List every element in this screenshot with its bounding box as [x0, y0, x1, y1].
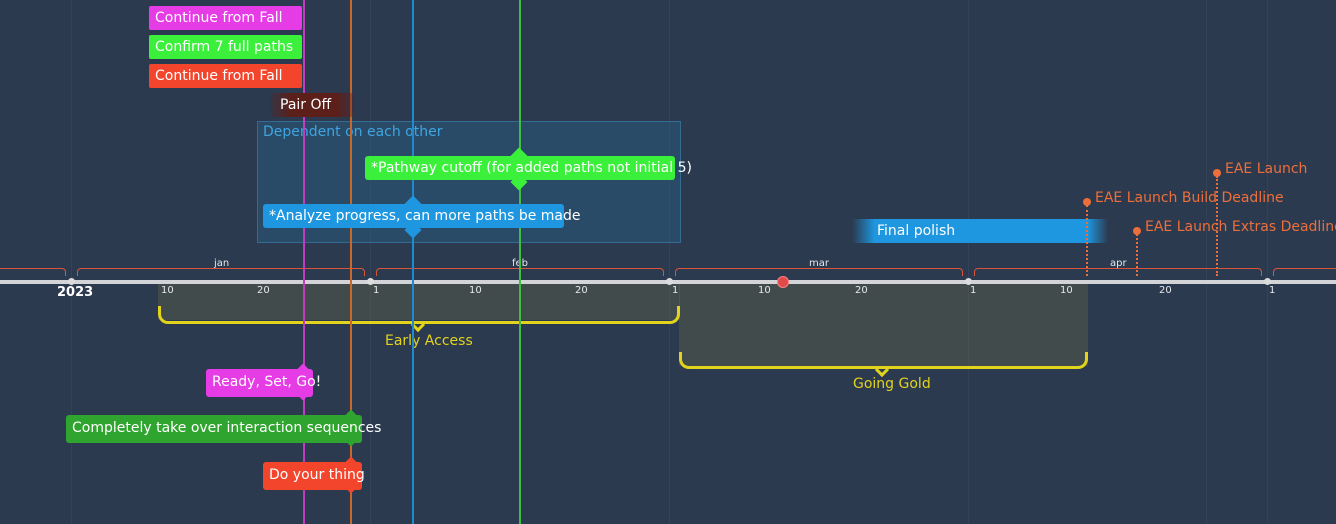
going-gold-brace-left: [679, 352, 884, 369]
event-stem: [1216, 176, 1218, 276]
grid-line: [71, 0, 72, 524]
month-boundary-dot: [367, 278, 374, 285]
bar-pair-off[interactable]: Pair Off: [271, 93, 353, 117]
day-tick-label: 10: [161, 285, 174, 296]
day-tick-label: 1: [1269, 285, 1276, 296]
milestone-do-your-thing[interactable]: Do your thing: [263, 462, 365, 490]
analyze-progress-item[interactable]: *Analyze progress, can more paths be mad…: [263, 204, 581, 228]
day-tick-label: 10: [1060, 285, 1073, 296]
event-eae-launch[interactable]: EAE Launch: [1225, 161, 1308, 177]
day-tick-label: 1: [970, 285, 977, 296]
event-eae-launch-build-deadline[interactable]: EAE Launch Build Deadline: [1095, 190, 1284, 206]
event-dot[interactable]: [1133, 227, 1141, 235]
early-access-brace-right: [418, 306, 680, 324]
month-boundary-dot: [68, 278, 75, 285]
bar-continue-from-fall-2[interactable]: Continue from Fall: [149, 64, 302, 88]
grid-line: [370, 0, 371, 524]
year-label: 2023: [57, 285, 94, 300]
month-brace-jan: [77, 268, 365, 276]
going-gold-brace-right: [882, 352, 1088, 369]
group-title: Dependent on each other: [263, 124, 443, 140]
day-tick-label: 1: [672, 285, 679, 296]
month-brace: [0, 268, 66, 276]
month-brace-mar: [675, 268, 963, 276]
day-tick-label: 20: [1159, 285, 1172, 296]
day-tick-label: 10: [469, 285, 482, 296]
pathway-cutoff-item[interactable]: *Pathway cutoff (for added paths not ini…: [365, 156, 692, 180]
day-tick-label: 20: [575, 285, 588, 296]
day-tick-label: 20: [257, 285, 270, 296]
early-access-brace-left: [158, 306, 420, 324]
grid-line: [968, 0, 969, 524]
day-tick-label: 10: [758, 285, 771, 296]
milestone-line-orange: [350, 0, 352, 524]
grid-line: [1206, 0, 1207, 524]
milestone-line-green: [519, 0, 521, 524]
month-boundary-dot: [965, 278, 972, 285]
event-stem: [1136, 234, 1138, 276]
event-dot[interactable]: [1213, 169, 1221, 177]
bar-confirm-7-full-paths[interactable]: Confirm 7 full paths: [149, 35, 302, 59]
month-boundary-dot: [666, 278, 673, 285]
month-boundary-dot: [1264, 278, 1271, 285]
milestone-line-magenta: [303, 0, 305, 524]
grid-line: [1267, 0, 1268, 524]
day-tick-label: 1: [373, 285, 380, 296]
event-stem: [1086, 205, 1088, 276]
milestone-line-blue: [412, 0, 414, 524]
bar-continue-from-fall-1[interactable]: Continue from Fall: [149, 6, 302, 30]
month-label-mar: mar: [809, 258, 829, 269]
milestone-take-over-interaction[interactable]: Completely take over interaction sequenc…: [66, 415, 381, 443]
grid-line: [669, 0, 670, 524]
month-label-jan: jan: [214, 258, 230, 269]
day-tick-label: 20: [855, 285, 868, 296]
milestone-ready-set-go[interactable]: Ready, Set, Go!: [206, 369, 321, 397]
event-dot[interactable]: [1083, 198, 1091, 206]
early-access-label[interactable]: Early Access: [385, 333, 473, 349]
event-eae-launch-extras-deadline[interactable]: EAE Launch Extras Deadline: [1145, 219, 1336, 235]
month-brace-apr: [974, 268, 1262, 276]
current-date-marker[interactable]: [777, 276, 789, 288]
month-brace: [1273, 268, 1336, 276]
bar-final-polish[interactable]: Final polish: [852, 219, 1108, 243]
month-label-apr: apr: [1110, 258, 1127, 269]
going-gold-label[interactable]: Going Gold: [853, 376, 931, 392]
